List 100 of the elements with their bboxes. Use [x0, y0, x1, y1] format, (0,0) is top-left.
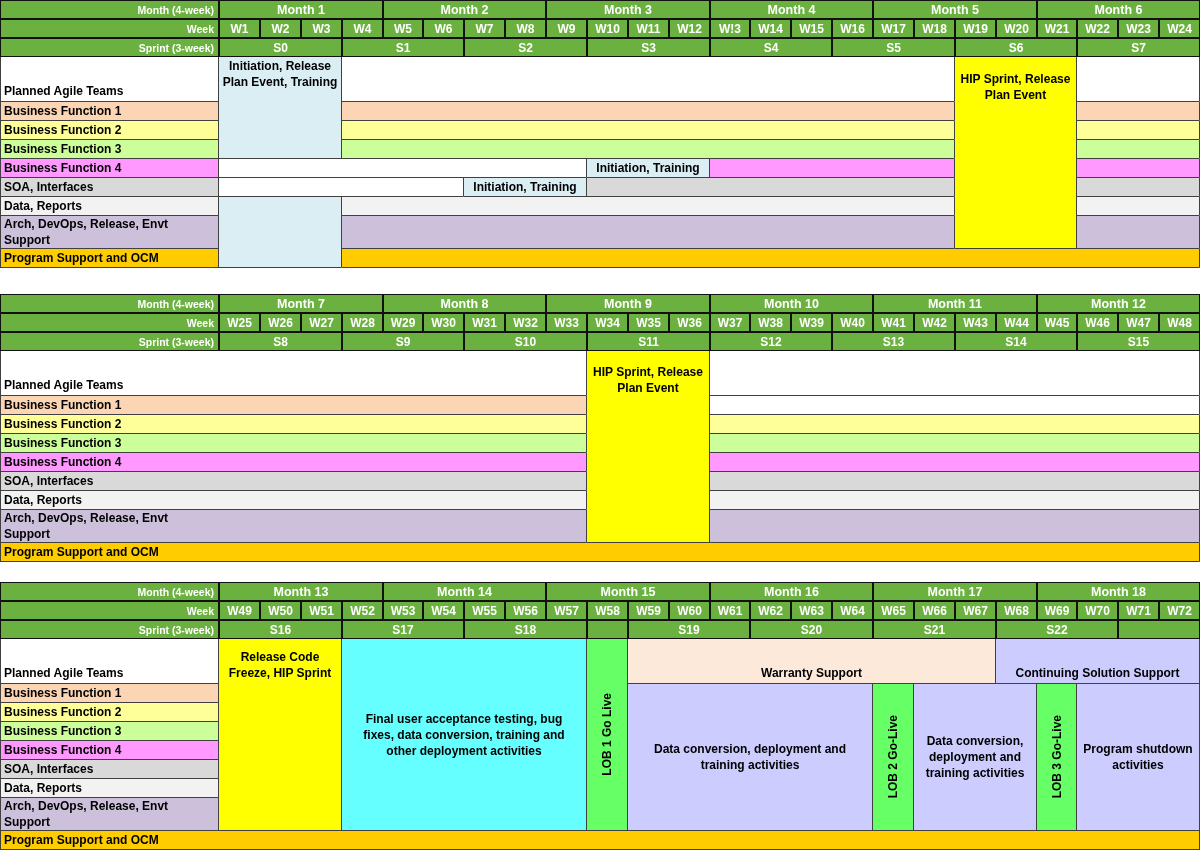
week-header: W14	[750, 19, 791, 38]
week-header: W71	[1118, 601, 1159, 620]
sprint-header: S14	[955, 332, 1077, 351]
week-header: W19	[955, 19, 996, 38]
week-header: W64	[832, 601, 873, 620]
week-header: W60	[669, 601, 710, 620]
week-header: W15	[791, 19, 832, 38]
row-heading: Sprint (3-week)	[0, 620, 219, 639]
week-header: W70	[1077, 601, 1118, 620]
sprint-header: S16	[219, 620, 342, 639]
month-header: Month 6	[1037, 0, 1200, 19]
week-header: W62	[750, 601, 791, 620]
week-header: W20	[996, 19, 1037, 38]
week-header: W25	[219, 313, 260, 332]
sprint-header: S2	[464, 38, 587, 57]
week-header: W16	[832, 19, 873, 38]
activity-text: Initiation, Training	[473, 179, 577, 195]
week-header: W42	[914, 313, 955, 332]
week-header: W48	[1159, 313, 1200, 332]
week-header: W27	[301, 313, 342, 332]
month-header: Month 13	[219, 582, 383, 601]
sprint-header: S13	[832, 332, 955, 351]
sprint-header: S17	[342, 620, 464, 639]
week-header: W21	[1037, 19, 1077, 38]
team-name: SOA, Interfaces	[0, 760, 219, 779]
team-name: Program Support and OCM	[0, 249, 219, 268]
sprint-header: S15	[1077, 332, 1200, 351]
week-header: W65	[873, 601, 914, 620]
team-name: Business Function 4	[0, 453, 219, 472]
week-header: W49	[219, 601, 260, 620]
week-header: W10	[587, 19, 628, 38]
week-header: W34	[587, 313, 628, 332]
sprint-header: S18	[464, 620, 587, 639]
week-header: W46	[1077, 313, 1118, 332]
activity-text: HIP Sprint, Release Plan Event	[959, 71, 1072, 103]
team-name: Business Function 2	[0, 703, 219, 722]
week-header: W67	[955, 601, 996, 620]
month-header: Month 2	[383, 0, 546, 19]
week-header: W26	[260, 313, 301, 332]
week-header: W30	[423, 313, 464, 332]
month-header: Month 7	[219, 294, 383, 313]
week-header: W54	[423, 601, 464, 620]
sprint-header: S1	[342, 38, 464, 57]
week-header: W52	[342, 601, 383, 620]
sprint-header: S4	[710, 38, 832, 57]
team-name: Business Function 1	[0, 102, 219, 121]
team-name: Data, Reports	[0, 779, 219, 798]
week-header: W1	[219, 19, 260, 38]
month-header: Month 3	[546, 0, 710, 19]
activity-text: Data conversion, deployment and training activities	[652, 741, 847, 773]
row-heading: Month (4-week)	[0, 582, 219, 601]
activity-text: Warranty Support	[761, 665, 862, 681]
sprint-header: S12	[710, 332, 832, 351]
week-header: W5	[383, 19, 423, 38]
row-heading: Month (4-week)	[0, 294, 219, 313]
week-header: W37	[710, 313, 750, 332]
activity-text: Release Code Freeze, HIP Sprint	[227, 649, 333, 681]
week-header: W28	[342, 313, 383, 332]
week-header: W69	[1037, 601, 1077, 620]
month-header: Month 11	[873, 294, 1037, 313]
team-name: Business Function 3	[0, 722, 219, 741]
week-header: W6	[423, 19, 464, 38]
week-header: W2	[260, 19, 301, 38]
activity-text: Continuing Solution Support	[1015, 665, 1180, 681]
month-header: Month 16	[710, 582, 873, 601]
week-header: W44	[996, 313, 1037, 332]
team-name: SOA, Interfaces	[0, 178, 219, 197]
activity-text: HIP Sprint, Release Plan Event	[592, 364, 704, 396]
week-header: W36	[669, 313, 710, 332]
team-name: Business Function 4	[0, 159, 219, 178]
sprint-header: S11	[587, 332, 710, 351]
week-header: W8	[505, 19, 546, 38]
sprint-header: S5	[832, 38, 955, 57]
week-header: W50	[260, 601, 301, 620]
week-header: W32	[505, 313, 546, 332]
week-header: W9	[546, 19, 587, 38]
sprint-header: S9	[342, 332, 464, 351]
row-heading: Sprint (3-week)	[0, 332, 219, 351]
week-header: W23	[1118, 19, 1159, 38]
week-header: W57	[546, 601, 587, 620]
week-header: W39	[791, 313, 832, 332]
month-header: Month 10	[710, 294, 873, 313]
week-header: W63	[791, 601, 832, 620]
week-header: W41	[873, 313, 914, 332]
team-name: Arch, DevOps, Release, Envt Support	[0, 216, 219, 249]
week-header: W51	[301, 601, 342, 620]
week-header: W3	[301, 19, 342, 38]
sprint-header: S8	[219, 332, 342, 351]
week-header: W4	[342, 19, 383, 38]
week-header: W31	[464, 313, 505, 332]
sprint-header: S0	[219, 38, 342, 57]
month-header: Month 1	[219, 0, 383, 19]
row-heading: Week	[0, 313, 219, 332]
week-header: W53	[383, 601, 423, 620]
week-header: W68	[996, 601, 1037, 620]
milestone-text: LOB 2 Go-Live	[885, 715, 901, 799]
month-header: Month 17	[873, 582, 1037, 601]
team-name: Data, Reports	[0, 491, 219, 510]
team-name: Business Function 1	[0, 396, 219, 415]
week-header: W45	[1037, 313, 1077, 332]
